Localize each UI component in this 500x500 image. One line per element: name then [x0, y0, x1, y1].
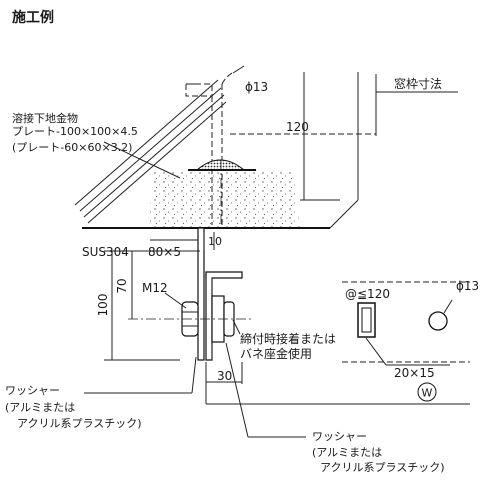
washer-left-label-2: (アルミまたは: [5, 401, 75, 414]
welded-base-plate: [188, 159, 256, 171]
sus304-plate: [197, 227, 215, 361]
window-frame-dim-label: 窓枠寸法: [394, 76, 442, 91]
sloped-sill: [74, 79, 227, 224]
dim-120-label: 120: [286, 120, 309, 134]
circled-w-symbol: W: [417, 382, 437, 402]
washer-right-label-1: ワッシャー: [312, 430, 367, 443]
washer-right-label-3: アクリル系プラスチック): [320, 461, 445, 474]
dim-120: [230, 74, 458, 136]
elevation-detail: [342, 281, 470, 366]
pitch-label: @≦120: [345, 287, 390, 301]
dim-30-label: 30: [217, 369, 232, 383]
washer-left-label-1: ワッシャー: [5, 384, 60, 397]
bolt-assembly: [128, 295, 254, 343]
welded-part-label-2: プレート-100×100×4.5: [12, 125, 138, 138]
leader-lines: [84, 83, 306, 438]
fastening-label-2: バネ座金使用: [240, 346, 312, 361]
window-frame: [82, 72, 359, 229]
fastening-label-1: 締付時接着または: [240, 331, 336, 346]
welded-part-label-1: 溶接下地金物: [12, 111, 78, 125]
dim-30: [205, 362, 243, 404]
anchor-bolt: [185, 65, 245, 225]
washer-right-label-2: (アルミまたは: [312, 446, 382, 459]
dim-100-label: 100: [96, 294, 110, 317]
concrete-body: [148, 170, 300, 228]
phi13-right-label: ϕ13: [456, 279, 479, 293]
material-label: SUS304: [82, 245, 129, 259]
dim-10-label: 10: [208, 235, 222, 248]
welded-part-label-3: (プレート-60×60×3.2): [12, 141, 132, 154]
washer-left-label-3: アクリル系プラスチック): [17, 417, 142, 430]
dim-70-label: 70: [115, 278, 129, 293]
plate-size-label: 80×5: [148, 245, 181, 259]
circled-w-label: W: [422, 387, 433, 400]
phi13-top-label: ϕ13: [245, 80, 268, 94]
bolt-label: M12: [142, 281, 168, 295]
left-dimensions: [104, 250, 200, 361]
slot-size-label: 20×15: [394, 366, 435, 380]
page-title: 施工例: [12, 9, 54, 26]
